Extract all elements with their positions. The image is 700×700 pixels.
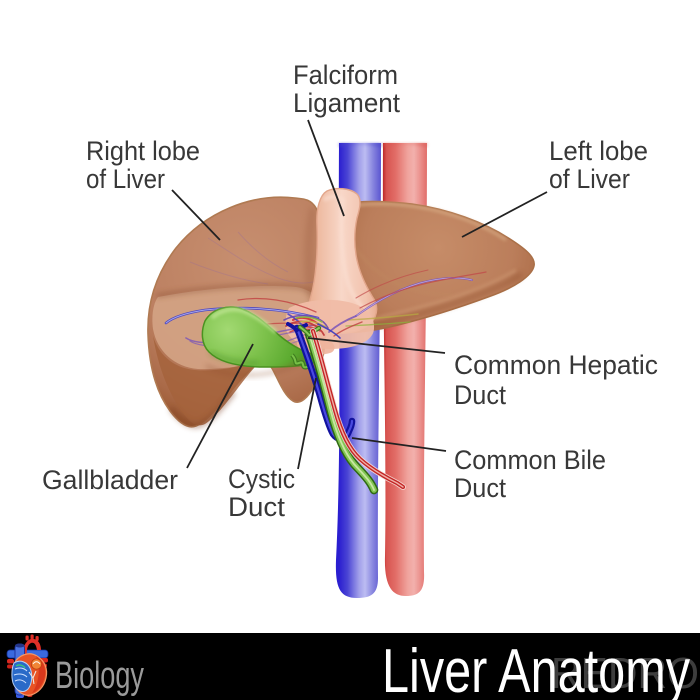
svg-text:Ligament: Ligament [293,88,400,118]
svg-text:Common Bile: Common Bile [454,445,606,475]
svg-text:Falciform: Falciform [293,60,398,90]
svg-text:of Liver: of Liver [86,164,165,194]
svg-text:of Liver: of Liver [549,164,630,194]
svg-text:Liver Anatomy: Liver Anatomy [382,637,690,700]
svg-text:Duct: Duct [228,492,285,522]
svg-text:Common Hepatic: Common Hepatic [454,350,658,380]
svg-text:Biology: Biology [55,655,144,697]
svg-text:Left lobe: Left lobe [549,136,648,166]
svg-text:REDRO: REDRO [551,649,699,698]
svg-text:Duct: Duct [454,380,506,410]
svg-text:Right lobe: Right lobe [86,136,200,166]
svg-text:Duct: Duct [454,473,506,503]
svg-text:Gallbladder: Gallbladder [42,465,178,495]
svg-text:Cystic: Cystic [228,464,295,494]
